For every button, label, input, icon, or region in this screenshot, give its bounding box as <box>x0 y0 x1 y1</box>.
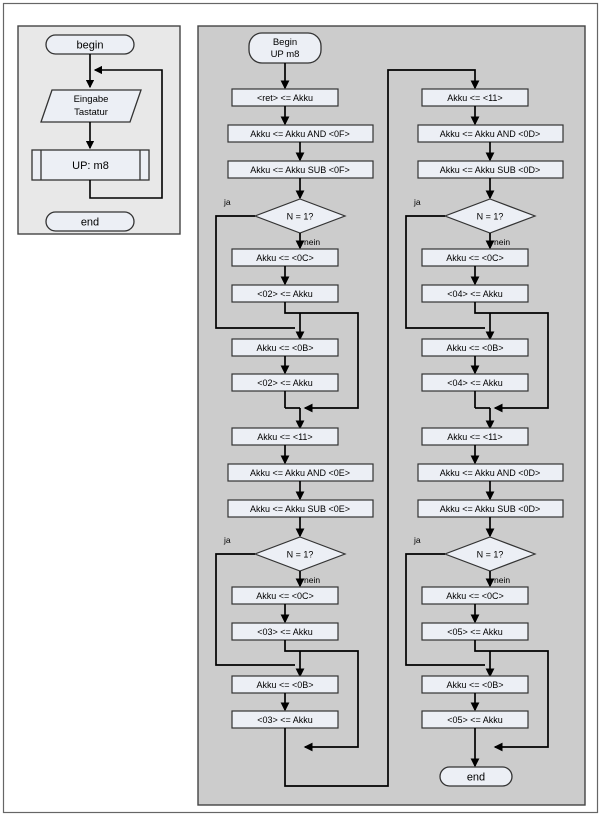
node-r11[interactable]: Akku <= Akku SUB <0D> <box>417 499 564 518</box>
node-r3[interactable]: Akku <= Akku SUB <0D> <box>417 160 564 179</box>
node-l1-label: <ret> <= Akku <box>257 93 313 103</box>
edge-r4-yes-to-r7 <box>405 215 485 329</box>
main-program-panel: begin Eingabe Tastatur UP: m8 end <box>17 25 181 235</box>
edge-r14-skip-to-merge <box>474 640 549 752</box>
main-end-label: end <box>81 217 99 229</box>
outer-border <box>2 2 599 814</box>
node-l14[interactable]: <03> <= Akku <box>231 622 339 641</box>
main-subroutine-label: UP: m8 <box>72 160 109 172</box>
edge-main-loop-back <box>89 65 163 199</box>
node-r4-label: N = 1? <box>477 212 504 222</box>
node-l10[interactable]: Akku <= Akku AND <0E> <box>227 463 374 482</box>
node-r13-label: Akku <= <0C> <box>446 591 504 601</box>
node-l5[interactable]: Akku <= <0C> <box>231 248 339 267</box>
branch-label-ja-l4: ja <box>223 197 231 207</box>
main-program-panel-frame <box>17 25 181 235</box>
node-r16[interactable]: <05> <= Akku <box>421 710 529 729</box>
node-l3-label: Akku <= Akku SUB <0F> <box>250 165 350 175</box>
node-l7[interactable]: Akku <= <0B> <box>231 338 339 357</box>
node-l2[interactable]: Akku <= Akku AND <0F> <box>227 124 374 143</box>
subroutine-panel-frame <box>197 25 586 806</box>
node-l9-label: Akku <= <11> <box>257 432 312 442</box>
node-r13[interactable]: Akku <= <0C> <box>421 586 529 605</box>
branch-label-ja-r4: ja <box>413 197 421 207</box>
branch-label-ja-l12: ja <box>223 535 231 545</box>
node-r12-label: N = 1? <box>477 550 504 560</box>
node-r5-label: Akku <= <0C> <box>446 253 504 263</box>
node-l13[interactable]: Akku <= <0C> <box>231 586 339 605</box>
sub-end-node[interactable]: end <box>439 766 513 787</box>
node-l6-label: <02> <= Akku <box>257 289 313 299</box>
node-l11-label: Akku <= Akku SUB <0E> <box>250 504 350 514</box>
branch-label-nein-r4: nein <box>494 237 510 247</box>
node-l9[interactable]: Akku <= <11> <box>231 427 339 446</box>
node-r8-label: <04> <= Akku <box>447 378 503 388</box>
node-r5[interactable]: Akku <= <0C> <box>421 248 529 267</box>
node-l12-label: N = 1? <box>287 550 314 560</box>
branch-label-nein-l4: nein <box>304 237 320 247</box>
node-r7-label: Akku <= <0B> <box>446 343 503 353</box>
node-l15-label: Akku <= <0B> <box>256 680 313 690</box>
main-subroutine-node[interactable]: UP: m8 <box>31 149 150 181</box>
node-r9[interactable]: Akku <= <11> <box>421 427 529 446</box>
node-r11-label: Akku <= Akku SUB <0D> <box>440 504 541 514</box>
node-r1[interactable]: Akku <= <11> <box>421 88 529 107</box>
node-l15[interactable]: Akku <= <0B> <box>231 675 339 694</box>
node-r3-label: Akku <= Akku SUB <0D> <box>440 165 541 175</box>
node-l1[interactable]: <ret> <= Akku <box>231 88 339 107</box>
main-input-node[interactable]: Eingabe Tastatur <box>40 89 142 123</box>
node-l6[interactable]: <02> <= Akku <box>231 284 339 303</box>
main-begin-node[interactable]: begin <box>45 34 135 55</box>
sub-begin-label-line2: UP m8 <box>271 49 300 60</box>
sub-begin-node[interactable]: Begin UP m8 <box>248 32 322 64</box>
node-r15[interactable]: Akku <= <0B> <box>421 675 529 694</box>
node-l16-label: <03> <= Akku <box>257 715 313 725</box>
edge-r6-skip-to-merge <box>474 302 549 413</box>
node-r6[interactable]: <04> <= Akku <box>421 284 529 303</box>
branch-label-nein-r12: nein <box>494 575 510 585</box>
sub-end-label: end <box>467 772 485 784</box>
node-r2-label: Akku <= Akku AND <0D> <box>440 129 541 139</box>
node-r15-label: Akku <= <0B> <box>446 680 503 690</box>
node-r14-label: <05> <= Akku <box>447 627 503 637</box>
node-l2-label: Akku <= Akku AND <0F> <box>250 129 350 139</box>
edge-left-column-to-right-column <box>284 69 480 787</box>
branch-label-nein-l12: nein <box>304 575 320 585</box>
node-l8-label: <02> <= Akku <box>257 378 313 388</box>
main-begin-label: begin <box>77 40 104 52</box>
main-end-node[interactable]: end <box>45 211 135 232</box>
node-r9-label: Akku <= <11> <box>447 432 502 442</box>
edge-l6-skip-to-merge <box>284 302 359 413</box>
node-l8[interactable]: <02> <= Akku <box>231 373 339 392</box>
node-l13-label: Akku <= <0C> <box>256 591 314 601</box>
node-l16[interactable]: <03> <= Akku <box>231 710 339 729</box>
node-l7-label: Akku <= <0B> <box>256 343 313 353</box>
edge-l4-yes-to-l7 <box>215 215 295 329</box>
sub-begin-label-line1: Begin <box>273 37 297 48</box>
edge-l12-yes-to-l15 <box>215 553 295 666</box>
node-l4-label: N = 1? <box>287 212 314 222</box>
node-r7[interactable]: Akku <= <0B> <box>421 338 529 357</box>
edge-l14-skip-to-merge <box>284 640 359 752</box>
node-r8[interactable]: <04> <= Akku <box>421 373 529 392</box>
edge-r12-yes-to-r15 <box>405 553 485 666</box>
main-input-label-line1: Eingabe <box>74 94 109 105</box>
node-r10[interactable]: Akku <= Akku AND <0D> <box>417 463 564 482</box>
node-l14-label: <03> <= Akku <box>257 627 313 637</box>
node-r2[interactable]: Akku <= Akku AND <0D> <box>417 124 564 143</box>
main-input-label-line2: Tastatur <box>74 107 108 118</box>
node-r10-label: Akku <= Akku AND <0D> <box>440 468 541 478</box>
subroutine-panel: Begin UP m8 <ret> <= Akku Akku <= Akku A… <box>197 25 586 806</box>
node-l5-label: Akku <= <0C> <box>256 253 314 263</box>
node-l10-label: Akku <= Akku AND <0E> <box>250 468 350 478</box>
branch-label-ja-r12: ja <box>413 535 421 545</box>
node-r16-label: <05> <= Akku <box>447 715 503 725</box>
node-l11[interactable]: Akku <= Akku SUB <0E> <box>227 499 374 518</box>
node-l3[interactable]: Akku <= Akku SUB <0F> <box>227 160 374 179</box>
node-r14[interactable]: <05> <= Akku <box>421 622 529 641</box>
node-r1-label: Akku <= <11> <box>447 93 502 103</box>
node-r6-label: <04> <= Akku <box>447 289 503 299</box>
